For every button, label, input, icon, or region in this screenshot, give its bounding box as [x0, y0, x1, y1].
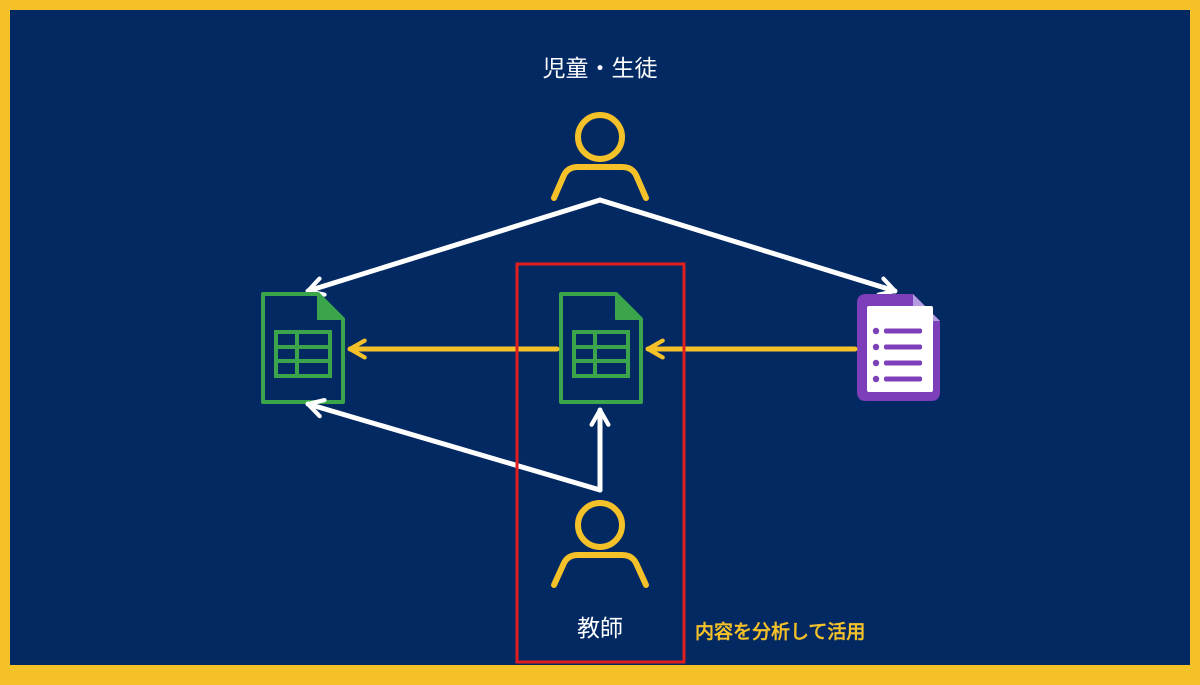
- form-document-icon: [857, 294, 940, 401]
- students-person-icon: [551, 112, 649, 201]
- teacher-to-left-sheet-arrow: [305, 397, 603, 493]
- annotation-text: 内容を分析して活用: [695, 620, 865, 643]
- teacher-highlight-box: [515, 262, 686, 664]
- teacher-person-icon: [551, 500, 649, 588]
- students-to-form-arrow: [597, 197, 898, 297]
- teacher-label: 教師: [577, 616, 623, 642]
- left-spreadsheet-icon: [261, 292, 345, 404]
- center-spreadsheet-icon: [559, 292, 643, 404]
- flow-diagram: 児童・生徒: [261, 56, 940, 664]
- students-to-left-sheet-arrow: [305, 197, 603, 297]
- students-label: 児童・生徒: [543, 56, 658, 82]
